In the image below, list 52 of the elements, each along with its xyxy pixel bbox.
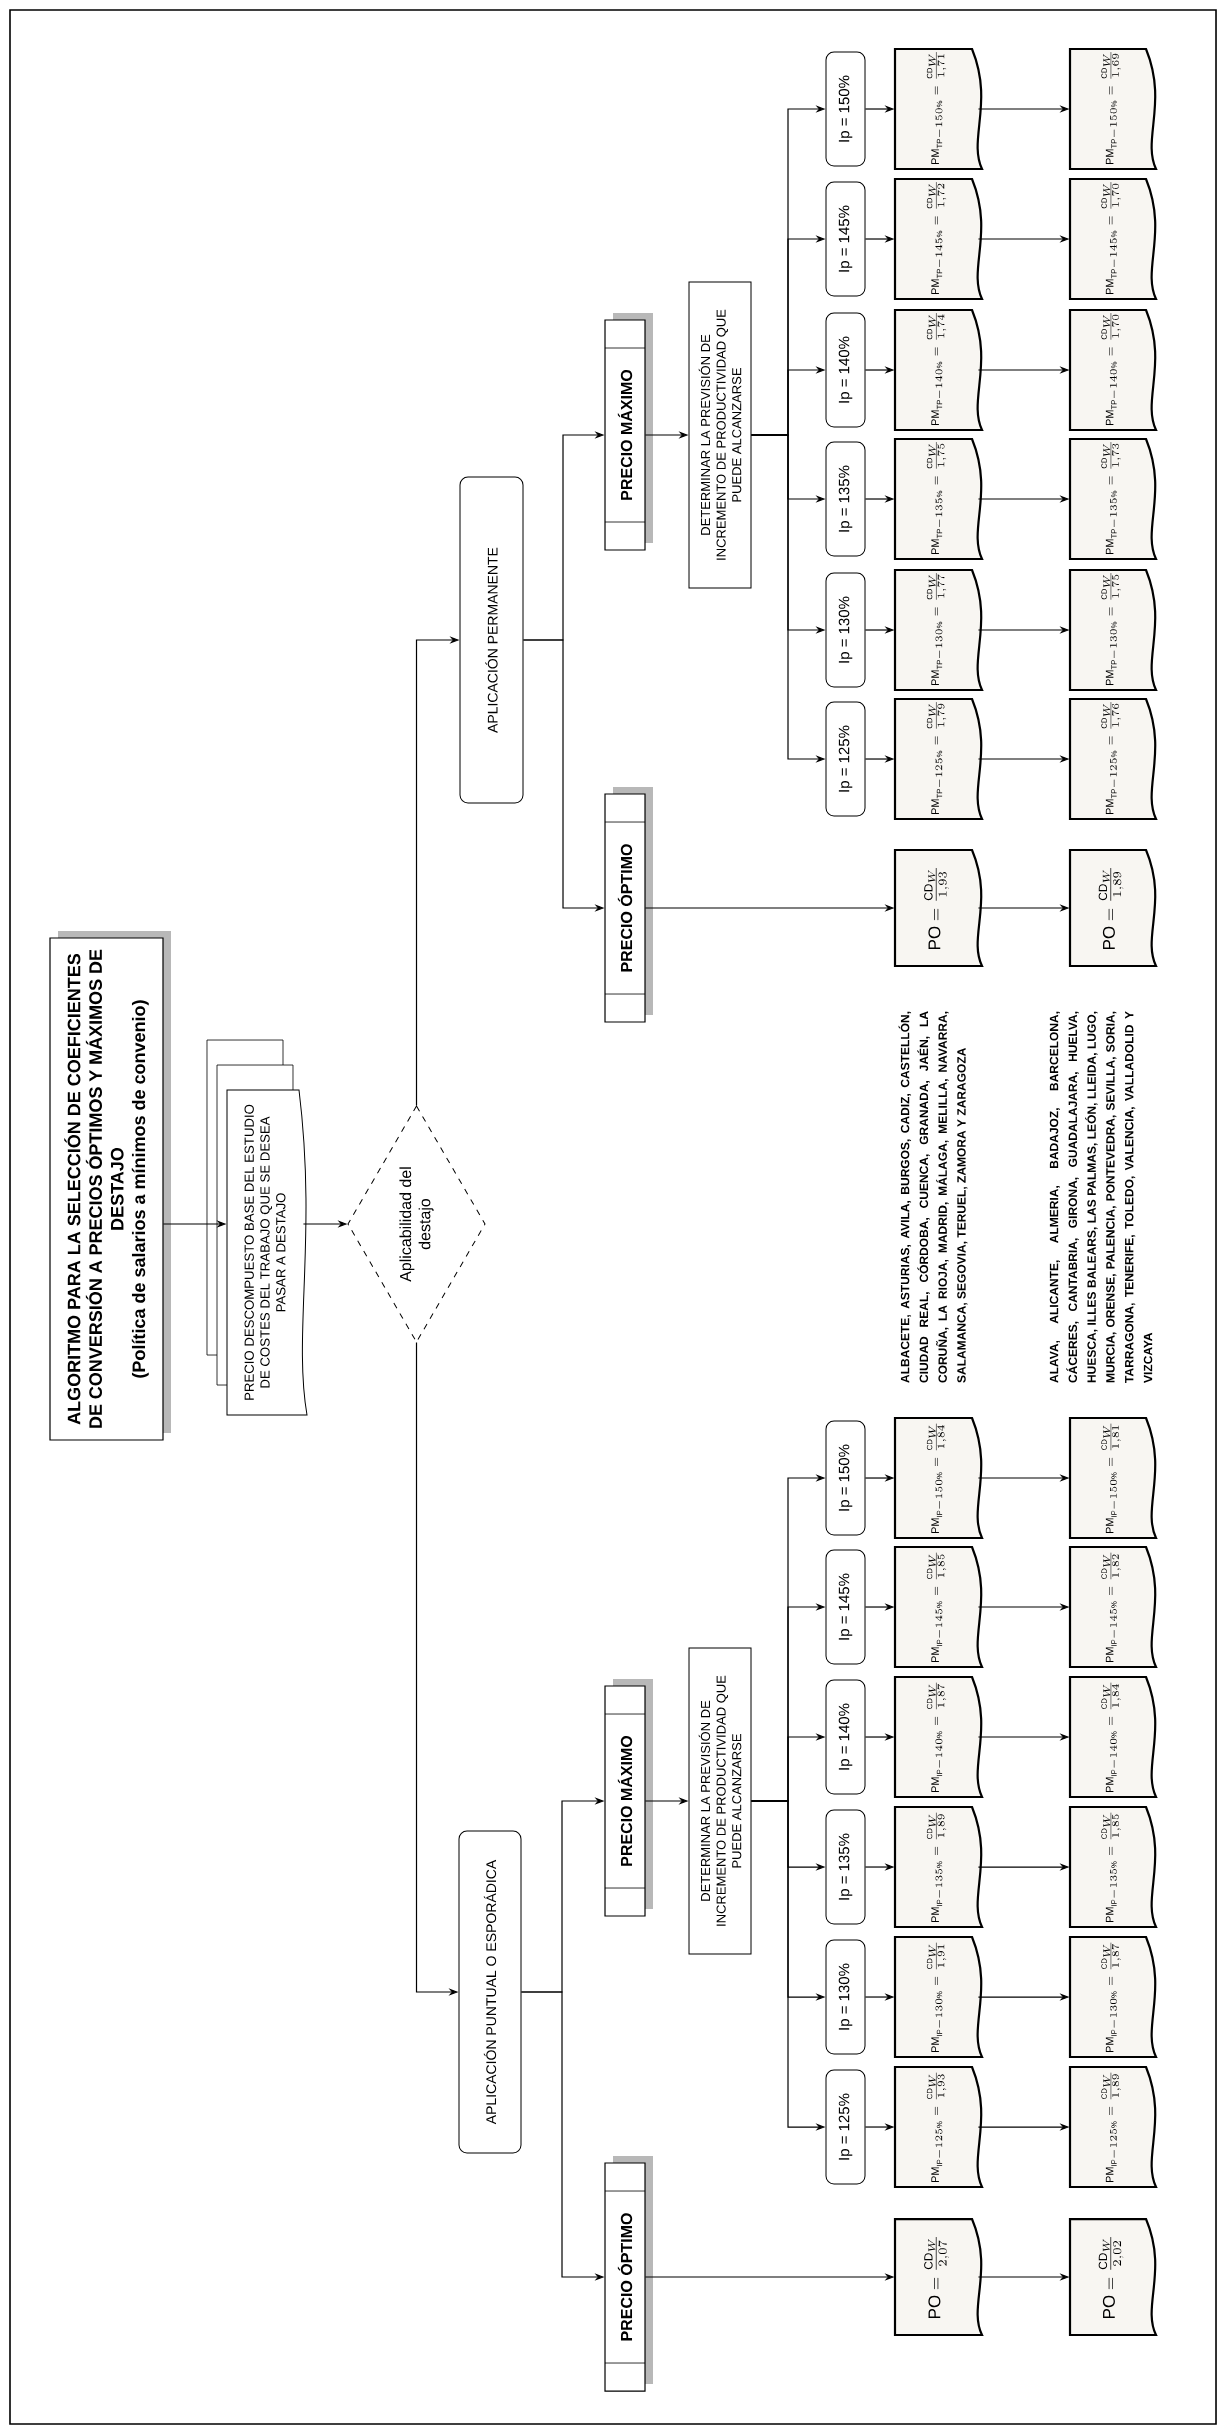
document-box: $\mathrm{PO}=\frac{\mathrm{CD}_{W}}{2{,}02}$ — [1068, 2217, 1158, 2337]
document-box: $\mathrm{PM}_{\mathrm{TP}-130\%}=\frac{\mathrm{CD}_{W}}{1{,}77}$ — [893, 568, 984, 692]
rounded-box: APLICACIÓN PERMANENTE — [459, 476, 524, 804]
document-box: $\mathrm{PM}_{\mathrm{IP}-140\%}=\frac{\mathrm{CD}_{W}}{1{,}84}$ — [1068, 1675, 1158, 1799]
document-box: $\mathrm{PM}_{\mathrm{TP}-130\%}=\frac{\mathrm{CD}_{W}}{1{,}75}$ — [1068, 568, 1158, 692]
document-box: $\mathrm{PM}_{\mathrm{IP}-145\%}=\frac{\mathrm{CD}_{W}}{1{,}85}$ — [893, 1545, 984, 1669]
rounded-box: Ip = 125% — [825, 701, 866, 817]
rounded-box: Ip = 140% — [825, 312, 866, 428]
predefined-process-box: PRECIO ÓPTIMO — [604, 2156, 653, 2392]
document-box: $\mathrm{PO}=\frac{\mathrm{CD}_{W}}{1{,}89}$ — [1068, 848, 1158, 968]
document-box: $\mathrm{PM}_{\mathrm{TP}-140\%}=\frac{\mathrm{CD}_{W}}{1{,}70}$ — [1068, 308, 1158, 432]
province-list: ALAVA, ALICANTE, ALMERIA, BADAJOZ, BARCELONA, CÁCERES, CANTABRIA, GIRONA, GUADALAJARA, HUELVA, HUESCA, ILLES BALEARS, LAS PALMAS, LEÓN, LLEIDA, LUGO, MURCIA, ORENSE, PALENCIA, PONTEVEDRA, SEVILLA, SORIA, TARRAGONA, TENERIFE, TOLEDO, VALENCIA, VALLADOLID Y VIZCAYA — [1049, 1011, 1153, 1383]
rounded-box: Ip = 150% — [825, 51, 866, 167]
document-box: $\mathrm{PM}_{\mathrm{IP}-135\%}=\frac{\mathrm{CD}_{W}}{1{,}85}$ — [1068, 1805, 1158, 1929]
document-box: $\mathrm{PM}_{\mathrm{IP}-145\%}=\frac{\mathrm{CD}_{W}}{1{,}82}$ — [1068, 1545, 1158, 1669]
province-list: ALBACETE, ASTURIAS, AVILA, BURGOS, CADIZ, CASTELLÓN, CIUDAD REAL, CÓRDOBA, CUENCA, GRANADA, JAÉN, LA CORUÑA, LA RIOJA, MADRID, MÁLAGA, MELILLA, NAVARRA, SALAMANCA, SEGOVIA, TERUEL, ZAMORA Y ZARAGOZA — [898, 1011, 968, 1383]
document-box: $\mathrm{PM}_{\mathrm{TP}-145\%}=\frac{\mathrm{CD}_{W}}{1{,}72}$ — [893, 177, 984, 301]
document-stack: PRECIO DESCOMPUESTO BASE DEL ESTUDIO DE COSTES DEL TRABAJO QUE SE DESEA PASAR A DESTAJO — [206, 1039, 308, 1416]
document-box: $\mathrm{PM}_{\mathrm{IP}-130\%}=\frac{\mathrm{CD}_{W}}{1{,}91}$ — [893, 1935, 984, 2059]
document-box: $\mathrm{PM}_{\mathrm{IP}-125\%}=\frac{\mathrm{CD}_{W}}{1{,}89}$ — [1068, 2065, 1158, 2189]
rounded-box: Ip = 150% — [825, 1420, 866, 1536]
rounded-box: Ip = 130% — [825, 572, 866, 688]
rounded-box: APLICACIÓN PUNTUAL O ESPORÁDICA — [458, 1830, 522, 2154]
document-box: $\mathrm{PO}=\frac{\mathrm{CD}_{W}}{2{,}07}$ — [893, 2217, 984, 2337]
rounded-box: Ip = 140% — [825, 1679, 866, 1795]
process-box: DETERMINAR LA PREVISIÓN DE INCREMENTO DE PRODUCTIVIDAD QUE PUEDE ALCANZARSE — [688, 1647, 752, 1955]
document-box: $\mathrm{PM}_{\mathrm{IP}-150\%}=\frac{\mathrm{CD}_{W}}{1{,}84}$ — [893, 1416, 984, 1540]
rounded-box: Ip = 145% — [825, 181, 866, 297]
document-box: $\mathrm{PM}_{\mathrm{TP}-135\%}=\frac{\mathrm{CD}_{W}}{1{,}73}$ — [1068, 437, 1158, 561]
predefined-process-box: PRECIO ÓPTIMO — [604, 787, 653, 1023]
document-box: $\mathrm{PM}_{\mathrm{IP}-130\%}=\frac{\mathrm{CD}_{W}}{1{,}87}$ — [1068, 1935, 1158, 2059]
rounded-box: Ip = 135% — [825, 1809, 866, 1925]
document-box: $\mathrm{PM}_{\mathrm{TP}-125\%}=\frac{\mathrm{CD}_{W}}{1{,}79}$ — [893, 697, 984, 821]
process-box: DETERMINAR LA PREVISIÓN DE INCREMENTO DE PRODUCTIVIDAD QUE PUEDE ALCANZARSE — [688, 281, 752, 589]
document-box: $\mathrm{PM}_{\mathrm{IP}-140\%}=\frac{\mathrm{CD}_{W}}{1{,}87}$ — [893, 1675, 984, 1799]
predefined-process-box: PRECIO MÁXIMO — [604, 1679, 653, 1917]
document-box: $\mathrm{PM}_{\mathrm{TP}-150\%}=\frac{\mathrm{CD}_{W}}{1{,}71}$ — [893, 47, 984, 171]
document-box: $\mathrm{PM}_{\mathrm{IP}-125\%}=\frac{\mathrm{CD}_{W}}{1{,}93}$ — [893, 2065, 984, 2189]
predefined-process-box: PRECIO MÁXIMO — [604, 313, 653, 551]
document-box: $\mathrm{PO}=\frac{\mathrm{CD}_{W}}{1{,}93}$ — [893, 848, 984, 968]
rounded-box: Ip = 145% — [825, 1549, 866, 1665]
document-box: $\mathrm{PM}_{\mathrm{TP}-140\%}=\frac{\mathrm{CD}_{W}}{1{,}74}$ — [893, 308, 984, 432]
rounded-box: Ip = 130% — [825, 1939, 866, 2055]
document-box: $\mathrm{PM}_{\mathrm{TP}-150\%}=\frac{\mathrm{CD}_{W}}{1{,}69}$ — [1068, 47, 1158, 171]
rounded-box: Ip = 135% — [825, 441, 866, 557]
document-box: $\mathrm{PM}_{\mathrm{TP}-145\%}=\frac{\mathrm{CD}_{W}}{1{,}70}$ — [1068, 177, 1158, 301]
rounded-box: Ip = 125% — [825, 2069, 866, 2185]
title-box: ALGORITMO PARA LA SELECCIÓN DE COEFICIENTES DE CONVERSIÓN A PRECIOS ÓPTIMOS Y MÁXIMOS DE DESTAJO (Política de salarios a mínimos de convenio) — [49, 931, 171, 1441]
document-box: $\mathrm{PM}_{\mathrm{TP}-135\%}=\frac{\mathrm{CD}_{W}}{1{,}75}$ — [893, 437, 984, 561]
document-box: $\mathrm{PM}_{\mathrm{IP}-150\%}=\frac{\mathrm{CD}_{W}}{1{,}81}$ — [1068, 1416, 1158, 1540]
document-box: $\mathrm{PM}_{\mathrm{TP}-125\%}=\frac{\mathrm{CD}_{W}}{1{,}76}$ — [1068, 697, 1158, 821]
document-box: $\mathrm{PM}_{\mathrm{IP}-135\%}=\frac{\mathrm{CD}_{W}}{1{,}89}$ — [893, 1805, 984, 1929]
